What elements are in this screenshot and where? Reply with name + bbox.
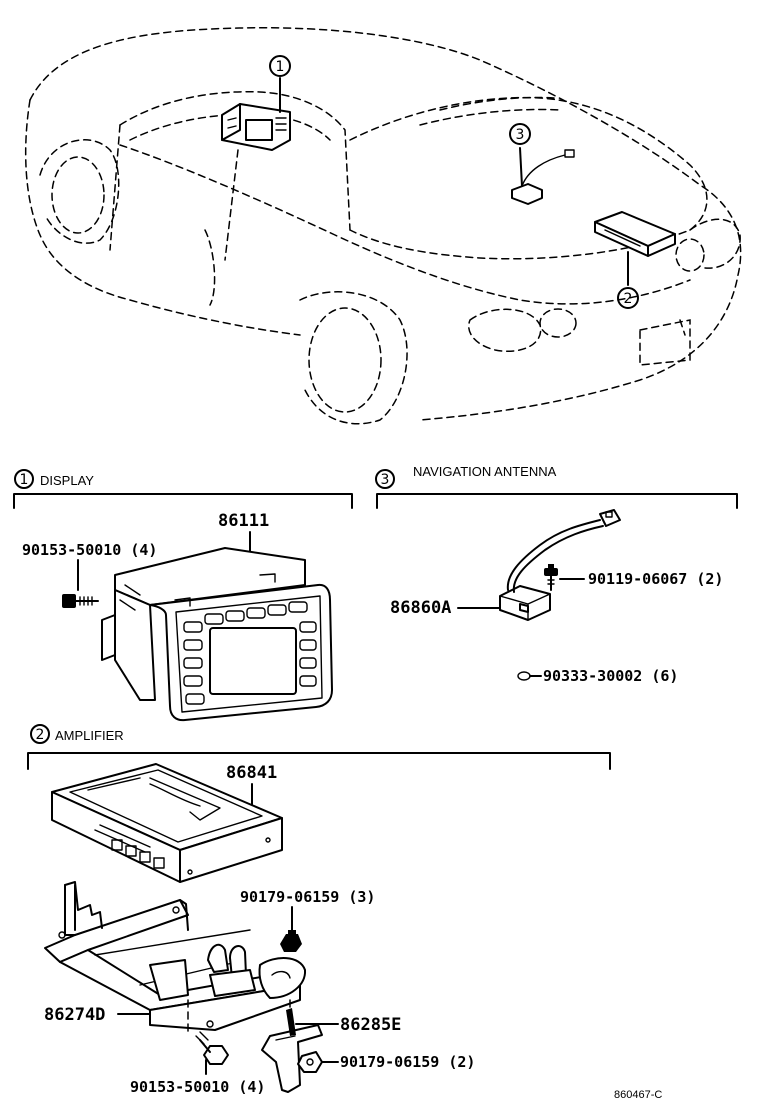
antenna-drawing bbox=[499, 509, 621, 621]
display-unit-drawing bbox=[101, 547, 333, 722]
amplifier-in-car bbox=[594, 211, 676, 257]
amplifier-drawing bbox=[51, 763, 283, 883]
amp-sub-bracket-part-number: 86285E bbox=[340, 1015, 401, 1035]
display-part-number: 86111 bbox=[218, 511, 269, 531]
callout-label-1: 1 bbox=[276, 59, 285, 75]
display-unit-in-car bbox=[221, 103, 291, 151]
section-display: 1 DISPLAY 86111 90153-50010 (4) bbox=[13, 469, 353, 722]
amplifier-part-number: 86841 bbox=[226, 763, 277, 783]
callout-circle-2 bbox=[617, 287, 639, 309]
section-2-number: 2 bbox=[36, 727, 45, 743]
amplifier-bracket-drawing bbox=[44, 881, 307, 1036]
amp-bolt-icon bbox=[195, 1031, 229, 1065]
figure-reference: 860467-C bbox=[614, 1089, 662, 1101]
amp-bolt-part-number: 90153-50010 (4) bbox=[130, 1078, 265, 1096]
antenna-part-number: 86860A bbox=[390, 598, 451, 618]
antenna-screw-icon bbox=[544, 564, 558, 591]
section-2-circle bbox=[30, 724, 50, 744]
section-3-bracket bbox=[376, 493, 738, 509]
section-amplifier: 2 AMPLIFIER 86841 bbox=[27, 724, 611, 1096]
section-1-title: DISPLAY bbox=[40, 473, 94, 488]
amp-nut-bottom-icon bbox=[297, 1051, 323, 1073]
antenna-clamp-part-number: 90333-30002 (6) bbox=[543, 667, 678, 685]
callout-label-2: 2 bbox=[624, 291, 633, 307]
amp-nut-bottom-part-number: 90179-06159 (2) bbox=[340, 1053, 475, 1071]
section-antenna: 3 NAVIGATION ANTENNA 86860A 90119-06067 … bbox=[375, 464, 738, 685]
section-1-bracket bbox=[13, 493, 353, 509]
display-bolt-part-number: 90153-50010 (4) bbox=[22, 541, 157, 559]
callout-circle-3 bbox=[509, 123, 531, 145]
amp-sub-bracket-drawing bbox=[261, 1008, 323, 1093]
section-1-circle bbox=[14, 469, 34, 489]
display-bolt-icon bbox=[62, 594, 99, 608]
amplifier-bracket-part-number: 86274D bbox=[44, 1005, 105, 1025]
antenna-clamp-icon bbox=[517, 671, 531, 681]
amp-nut-top-part-number: 90179-06159 (3) bbox=[240, 888, 375, 906]
section-2-bracket bbox=[27, 752, 611, 770]
section-3-number: 3 bbox=[381, 472, 390, 488]
callout-circle-1 bbox=[269, 55, 291, 77]
section-2-title: AMPLIFIER bbox=[55, 728, 124, 743]
callout-label-3: 3 bbox=[516, 127, 525, 143]
amp-nut-top-icon bbox=[280, 930, 302, 952]
antenna-in-car bbox=[511, 149, 575, 205]
section-3-circle bbox=[375, 469, 395, 489]
car-overview: 1 3 2 bbox=[24, 27, 742, 425]
section-3-title: NAVIGATION ANTENNA bbox=[413, 464, 557, 479]
section-1-number: 1 bbox=[20, 472, 29, 488]
antenna-screw-part-number: 90119-06067 (2) bbox=[588, 570, 723, 588]
